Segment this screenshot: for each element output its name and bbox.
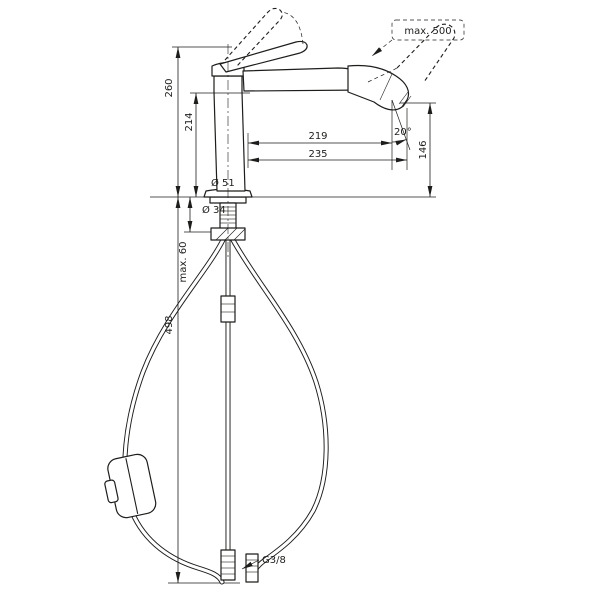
pullout-spray-head	[347, 64, 410, 111]
dim-label-total-reach: 235	[308, 149, 327, 160]
dim-label-max-pullout: max. 500	[404, 26, 451, 37]
dimension-max-counter-thickness: max. 60	[178, 197, 193, 283]
dimension-max-pullout: max. 500	[371, 19, 465, 57]
ghost-positions	[224, 7, 456, 83]
dim-label-thread-size: G3/8	[262, 555, 286, 566]
dim-label-shank-diameter: Ø 34	[202, 204, 226, 216]
dimension-overall-height: 260	[164, 46, 232, 197]
dimension-shank-diameter: Ø 34	[202, 204, 226, 216]
dim-label-spout-height: 214	[184, 112, 195, 131]
mounting-shank	[209, 196, 247, 241]
dim-label-hose-length: 498	[164, 315, 175, 334]
spray-head-seam	[379, 73, 393, 101]
handle-raised-ghost	[224, 7, 283, 67]
dimensions: 260 214 max. 500 219 235 20°	[164, 19, 465, 583]
aerator-line-2	[402, 95, 412, 108]
hose-connector	[220, 295, 236, 323]
handle-motion-arc	[280, 11, 304, 45]
pullout-hose-ghost	[367, 67, 398, 83]
dim-label-max-counter-thickness: max. 60	[178, 242, 189, 283]
pullout-hose-loop-left	[122, 237, 226, 585]
dim-label-spout-reach: 219	[308, 131, 327, 142]
reference-lines	[150, 196, 436, 584]
below-counter-assembly	[104, 196, 329, 585]
dim-label-spray-angle: 20°	[394, 127, 412, 138]
faucet-body	[203, 40, 412, 258]
weight-seam	[125, 458, 139, 514]
dim-label-outlet-height: 146	[418, 140, 429, 159]
dimension-thread-size: G3/8	[241, 555, 286, 570]
aerator-line-1	[398, 91, 409, 105]
hose-end-fitting-right	[245, 553, 259, 583]
dimension-spray-angle: 20°	[391, 99, 412, 151]
dim-label-base-diameter: Ø 51	[211, 177, 235, 189]
dimension-hose-length: 498	[164, 197, 181, 583]
hose-end-fitting-left	[220, 549, 236, 581]
handle-lever	[219, 40, 308, 73]
spray-head-extended-ghost	[396, 23, 456, 83]
supply-hose-loop-right	[230, 237, 329, 580]
dimension-total-reach: 235	[248, 108, 408, 170]
dimension-spout-height: 214	[184, 92, 250, 197]
dim-label-overall-height: 260	[164, 78, 175, 97]
dimension-base-diameter: Ø 51	[211, 177, 235, 189]
dimension-outlet-height: 146	[400, 102, 436, 197]
hose-weight	[104, 453, 157, 519]
weight-clasp	[104, 479, 119, 504]
